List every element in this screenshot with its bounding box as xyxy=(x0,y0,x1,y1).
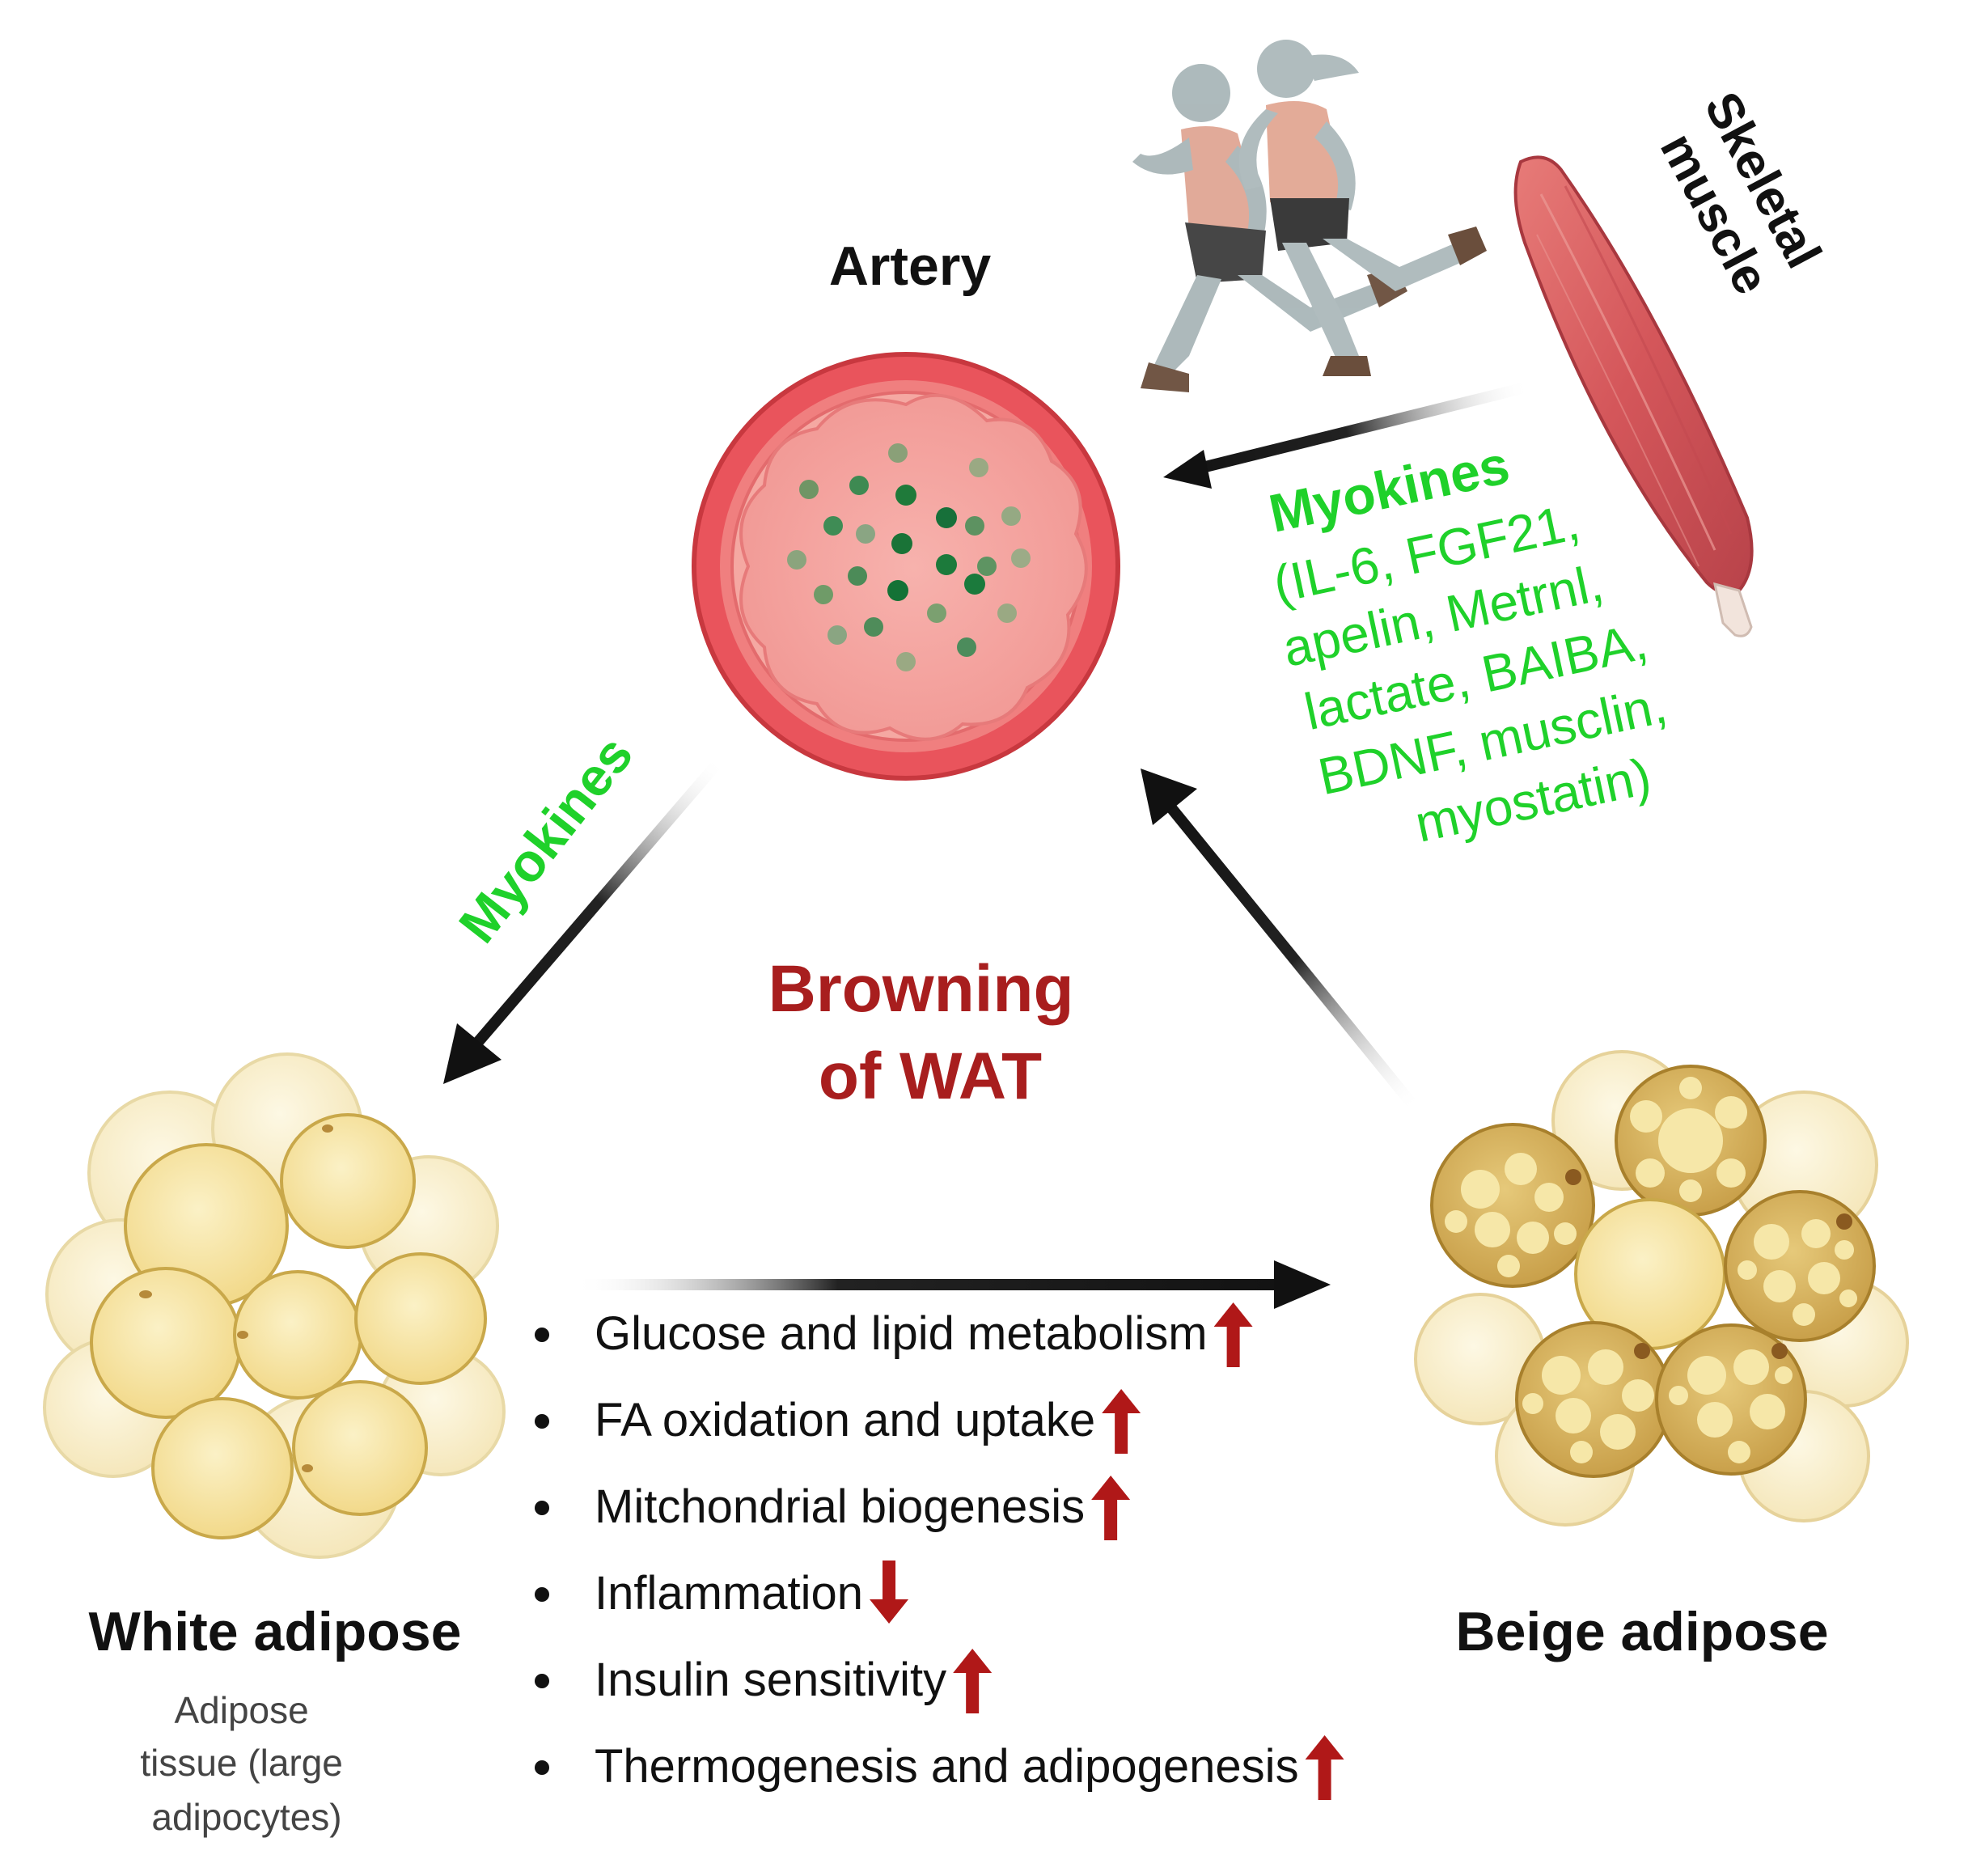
effect-text: Inflammation xyxy=(595,1567,863,1620)
effect-item: Glucose and lipid metabolism xyxy=(535,1302,1253,1367)
browning-of-wat-line1: Browning xyxy=(768,952,1074,1026)
white-adipose-subtitle-line2: tissue (large xyxy=(140,1742,343,1784)
effect-bullet xyxy=(535,1587,549,1602)
beige-cell-topleft xyxy=(1430,1123,1595,1288)
myokines-right-list: (IL-6, FGF21, apelin, Metrnl, lactate, B… xyxy=(1264,480,1699,873)
white-adipose-subtitle-line3: adipocytes) xyxy=(151,1796,341,1838)
white-adipose-subtitle-line1: Adipose xyxy=(174,1689,308,1731)
beige-adipose-illustration xyxy=(1414,1050,1909,1527)
effect-bullet xyxy=(535,1760,549,1775)
beige-adipose-label: Beige adipose xyxy=(1455,1601,1828,1662)
increase-arrow-icon xyxy=(953,1649,993,1713)
increase-arrow-icon xyxy=(1102,1389,1141,1454)
browning-of-wat-label: Browning of WAT xyxy=(768,952,1093,1113)
effect-text: Thermogenesis and adipogenesis xyxy=(595,1740,1299,1793)
white-adipose-label: White adipose xyxy=(89,1601,462,1662)
decrease-arrow-icon xyxy=(870,1561,909,1624)
white-adipose-subtitle: Adipose tissue (large adipocytes) xyxy=(140,1689,353,1838)
increase-arrow-icon xyxy=(1091,1476,1131,1540)
effect-bullet xyxy=(535,1414,549,1429)
beige-cell-right xyxy=(1724,1190,1876,1342)
effect-item: Inflammation xyxy=(535,1561,909,1624)
runner-front xyxy=(1238,40,1487,376)
beige-cell-bottomright xyxy=(1655,1323,1807,1476)
increase-arrow-icon xyxy=(1213,1302,1253,1367)
skeletal-muscle-illustration xyxy=(1513,155,1754,637)
effect-text: Mitchondrial biogenesis xyxy=(595,1480,1085,1533)
browning-of-wat-line2: of WAT xyxy=(819,1040,1042,1113)
effects-list: Glucose and lipid metabolism FA oxidation… xyxy=(535,1302,1344,1800)
increase-arrow-icon xyxy=(1305,1735,1344,1800)
runners-illustration xyxy=(1132,40,1487,392)
arrow-muscle-to-artery xyxy=(1163,381,1534,489)
beige-cell-top xyxy=(1615,1065,1767,1217)
effect-bullet xyxy=(535,1328,549,1342)
effect-bullet xyxy=(535,1674,549,1688)
effect-text: Insulin sensitivity xyxy=(595,1654,946,1706)
effect-item: Insulin sensitivity xyxy=(535,1649,993,1713)
myokine-particles xyxy=(787,443,1031,671)
arrow-beige-adipose-to-artery xyxy=(1141,769,1421,1114)
beige-cell-bottomleft xyxy=(1515,1321,1672,1478)
effect-bullet xyxy=(535,1501,549,1515)
artery-label: Artery xyxy=(829,235,991,297)
skeletal-muscle-label: Skeletal muscle xyxy=(1642,83,1839,316)
white-adipose-illustration xyxy=(43,1052,506,1559)
artery-cross-section xyxy=(692,352,1120,781)
arrow-white-to-beige xyxy=(569,1260,1331,1309)
effect-text: Glucose and lipid metabolism xyxy=(595,1307,1208,1360)
effect-item: Mitchondrial biogenesis xyxy=(535,1476,1131,1540)
arrow-artery-to-white-adipose xyxy=(443,755,726,1084)
effect-item: Thermogenesis and adipogenesis xyxy=(535,1735,1344,1800)
effect-item: FA oxidation and uptake xyxy=(535,1389,1141,1454)
effect-text: FA oxidation and uptake xyxy=(595,1394,1095,1446)
myokines-left-label: Myokines xyxy=(447,725,644,954)
